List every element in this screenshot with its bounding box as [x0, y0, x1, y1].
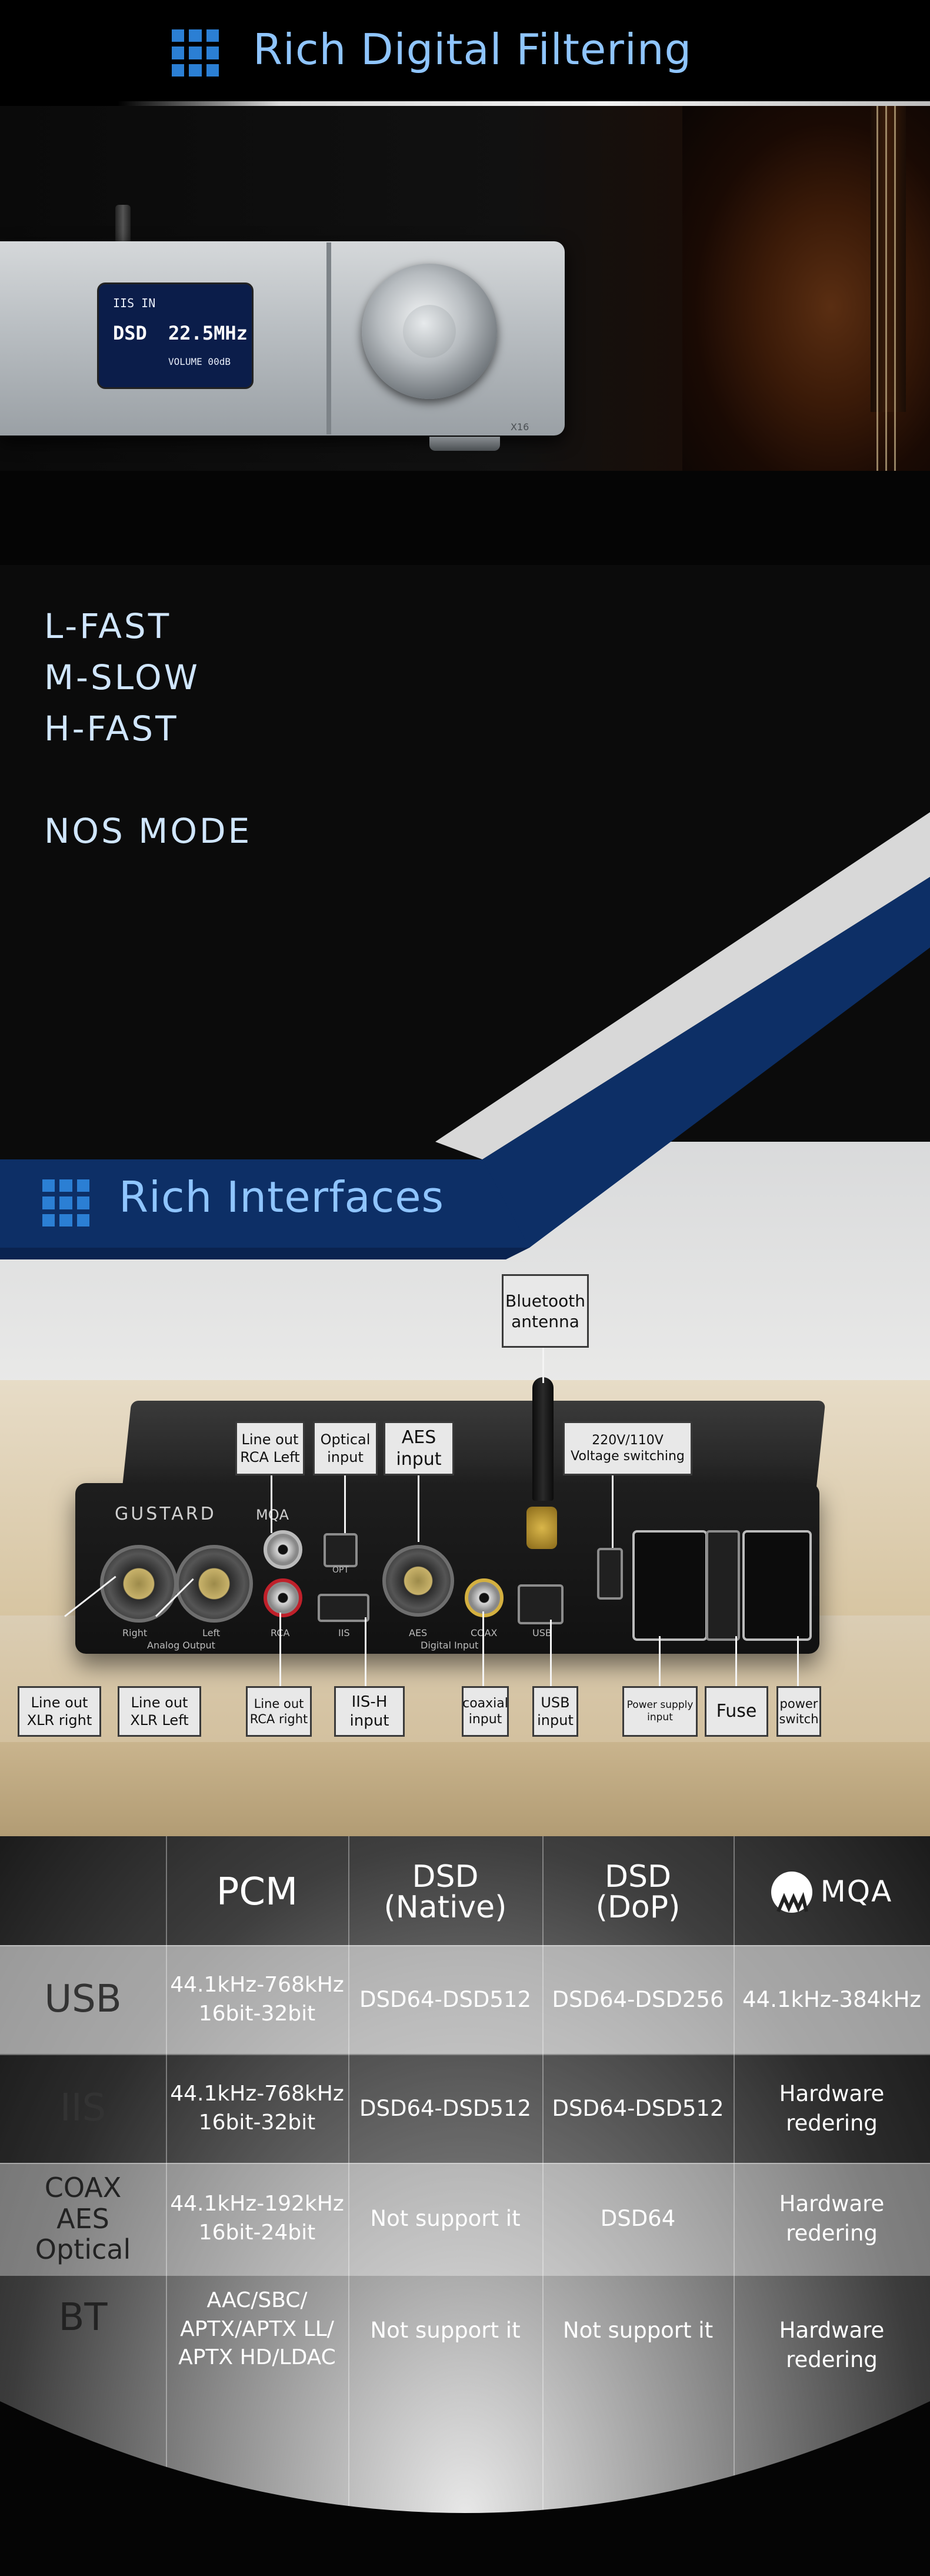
callout-iis: IIS-H input — [334, 1686, 405, 1737]
callout-voltage: 220V/110V Voltage switching — [563, 1421, 692, 1475]
callout-power-supply: Power supply input — [622, 1686, 698, 1737]
table-cell: DSD64-DSD512 — [359, 1986, 531, 2012]
table-cell: 44.1kHz-384kHz — [742, 1986, 921, 2012]
section-header-filtering: Rich Digital Filtering — [0, 0, 930, 106]
callout-optical: Optical input — [313, 1421, 378, 1475]
table-cell: Not support it — [370, 2318, 521, 2343]
xlr-right-port — [100, 1545, 178, 1623]
callout-rca-right: Line out RCA right — [246, 1686, 312, 1737]
coax-port — [465, 1578, 504, 1617]
panel-label: USB — [532, 1627, 552, 1638]
filter-item: L-FAST — [44, 606, 172, 646]
table-header-dsd-native: DSD (Native) — [384, 1859, 507, 1925]
panel-label: Left — [202, 1627, 221, 1638]
rca-left-port — [264, 1530, 302, 1569]
volume-knob — [362, 264, 497, 399]
iis-port — [318, 1594, 369, 1622]
display-rate: 22.5MHz — [168, 322, 248, 344]
divider — [118, 101, 930, 106]
callout-xlr-right: Line out XLR right — [18, 1686, 101, 1737]
table-cell: AAC/SBC/ APTX/APTX LL/ APTX HD/LDAC — [178, 2288, 336, 2370]
model-label: X16 — [511, 421, 529, 433]
antenna-icon — [115, 205, 131, 246]
rca-right-port — [264, 1578, 302, 1617]
display-input: IIS IN — [113, 296, 156, 310]
callout-bluetooth-antenna: Bluetooth antenna — [502, 1274, 589, 1348]
section-title-filtering: Rich Digital Filtering — [253, 25, 692, 74]
panel-label: OPT — [332, 1565, 349, 1575]
callout-power-switch: power switch — [776, 1686, 821, 1737]
panel-label: Analog Output — [147, 1640, 215, 1651]
callout-coaxial: coaxial input — [462, 1686, 509, 1737]
row-label-bt: BT — [58, 2296, 108, 2339]
filter-item: M-SLOW — [44, 657, 201, 697]
grid-icon — [42, 1179, 89, 1226]
callout-usb: USB input — [532, 1686, 578, 1737]
table-cell: Not support it — [562, 2318, 714, 2343]
decorative-band — [0, 812, 930, 1259]
row-label-iis: IIS — [59, 2086, 106, 2130]
table-cell: 44.1kHz-768kHz 16bit-32bit — [170, 1972, 344, 2026]
optical-port — [324, 1533, 358, 1567]
table-cell: Hardware redering — [779, 2080, 885, 2136]
table-cell: DSD64-DSD512 — [552, 2095, 724, 2121]
power-switch — [742, 1530, 812, 1641]
filter-item: NOS MODE — [44, 811, 252, 851]
table-cell: DSD64 — [600, 2206, 676, 2232]
table-header-pcm: PCM — [216, 1870, 298, 1914]
panel-label: Digital Input — [421, 1640, 479, 1651]
table-header-dsd-dop: DSD (DoP) — [595, 1859, 681, 1925]
mqa-logo: MQA — [256, 1507, 289, 1523]
section-title-interfaces: Rich Interfaces — [119, 1172, 444, 1222]
bottom-vignette — [0, 2401, 930, 2576]
filter-item: H-FAST — [44, 709, 179, 749]
aes-port — [382, 1545, 454, 1617]
dac-display: IIS IN DSD 22.5MHz VOLUME 00dB — [97, 282, 254, 389]
panel-label: Right — [122, 1627, 148, 1638]
power-inlet — [632, 1530, 708, 1641]
callout-rca-left: Line out RCA Left — [235, 1421, 305, 1475]
table-cell: DSD64-DSD512 — [359, 2095, 531, 2121]
voltage-switch — [597, 1548, 623, 1600]
callout-aes: AES input — [384, 1421, 454, 1475]
fuse-holder — [706, 1530, 740, 1641]
table-cell: Hardware redering — [779, 2318, 885, 2372]
panel-label: IIS — [338, 1627, 350, 1638]
row-label-coax-aes-optical: COAX AES Optical — [35, 2171, 131, 2266]
display-volume: VOLUME 00dB — [168, 356, 231, 367]
table-cell: 44.1kHz-768kHz 16bit-32bit — [170, 2081, 344, 2135]
panel-label: AES — [409, 1627, 428, 1638]
bluetooth-antenna — [532, 1377, 554, 1501]
table-cell: Not support it — [370, 2206, 521, 2232]
table-header-mqa: MQA — [734, 1854, 930, 1930]
usb-port — [518, 1584, 564, 1624]
callout-fuse: Fuse — [705, 1686, 768, 1737]
callout-xlr-left: Line out XLR Left — [118, 1686, 201, 1737]
mqa-icon — [771, 1872, 812, 1913]
row-label-usb: USB — [44, 1977, 122, 2022]
display-format: DSD — [113, 322, 147, 344]
brand-logo: GUSTARD — [115, 1504, 216, 1524]
table-cell: Hardware redering — [779, 2191, 885, 2246]
table-cell: 44.1kHz-192kHz 16bit-24bit — [170, 2192, 344, 2245]
table-cell: DSD64-DSD256 — [552, 1986, 724, 2012]
mqa-label: MQA — [820, 1874, 893, 1909]
grid-icon — [172, 29, 219, 77]
